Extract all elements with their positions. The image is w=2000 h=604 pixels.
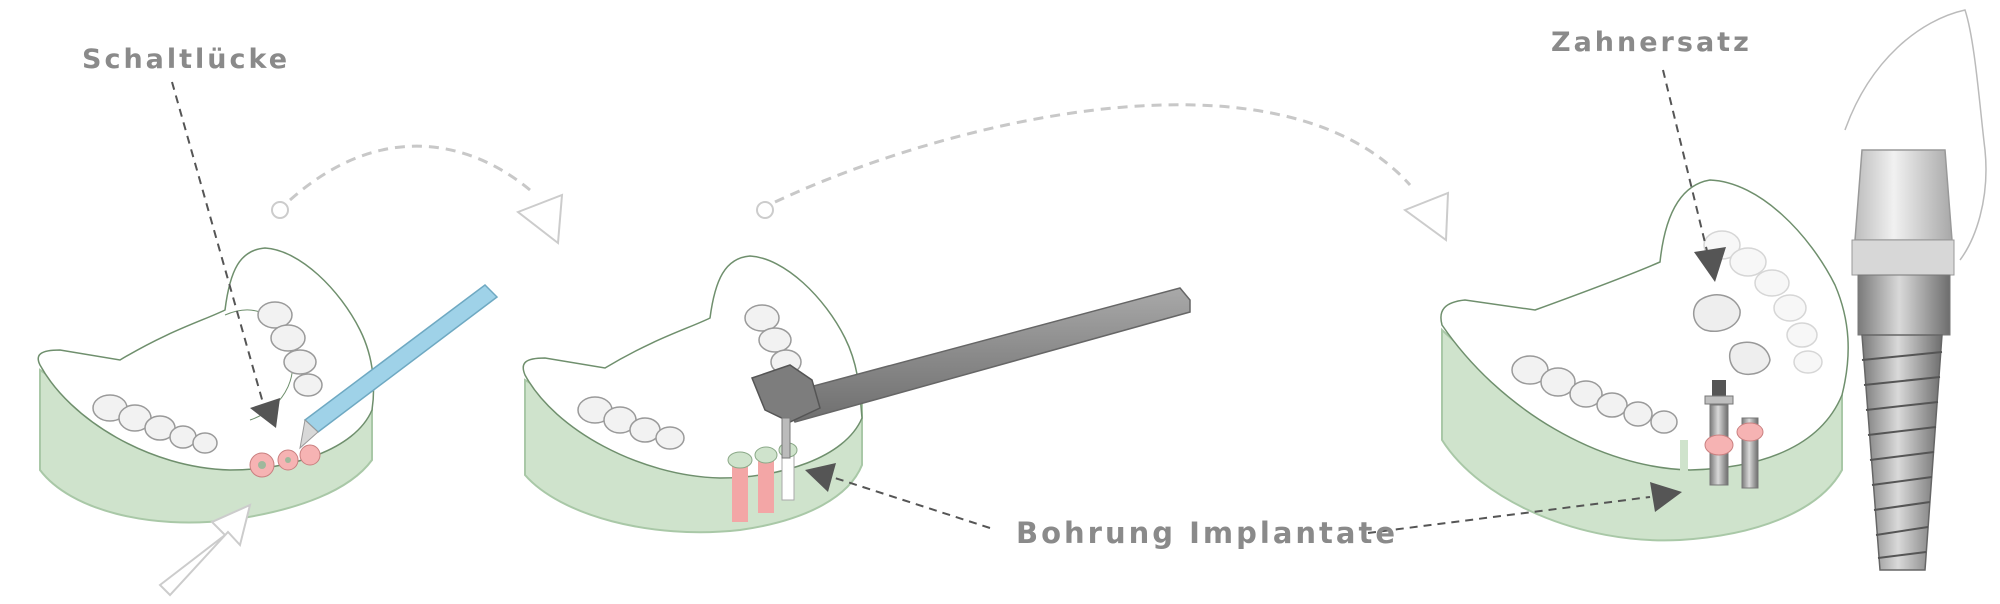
small-implants-3 <box>1680 380 1764 495</box>
pointer-arrow-denture <box>1662 69 1726 282</box>
dental-implant-icon <box>1844 9 1987 571</box>
scalpel-icon <box>299 284 499 450</box>
dental-drill-icon <box>751 287 1191 459</box>
label-schaltluecke: Schaltlücke <box>82 44 291 75</box>
teeth-row-2 <box>577 304 802 450</box>
step-arrow-1 <box>271 144 564 245</box>
pointer-arrow-drill-left <box>805 463 991 529</box>
pointer-arrow-drill-right <box>1367 482 1682 534</box>
dashed-curved-arrow-icon <box>1402 191 1450 242</box>
jaw-stage-3 <box>1440 9 1987 571</box>
jaw-stage-2 <box>522 255 1191 534</box>
crown-icons-3 <box>1693 294 1771 376</box>
entry-arrow-icon <box>158 503 252 597</box>
jaw-stage-1 <box>37 247 499 597</box>
dashed-curved-arrow-icon <box>515 193 564 245</box>
label-bohrung-implantate: Bohrung Implantate <box>1016 516 1399 550</box>
pointer-arrow-gap <box>171 81 280 428</box>
step-arrow-2 <box>756 103 1450 242</box>
gap-sites-1 <box>249 444 321 478</box>
teeth-row-1 <box>92 301 323 454</box>
label-zahnersatz: Zahnersatz <box>1551 27 1752 58</box>
teeth-row-3 <box>1511 355 1678 434</box>
